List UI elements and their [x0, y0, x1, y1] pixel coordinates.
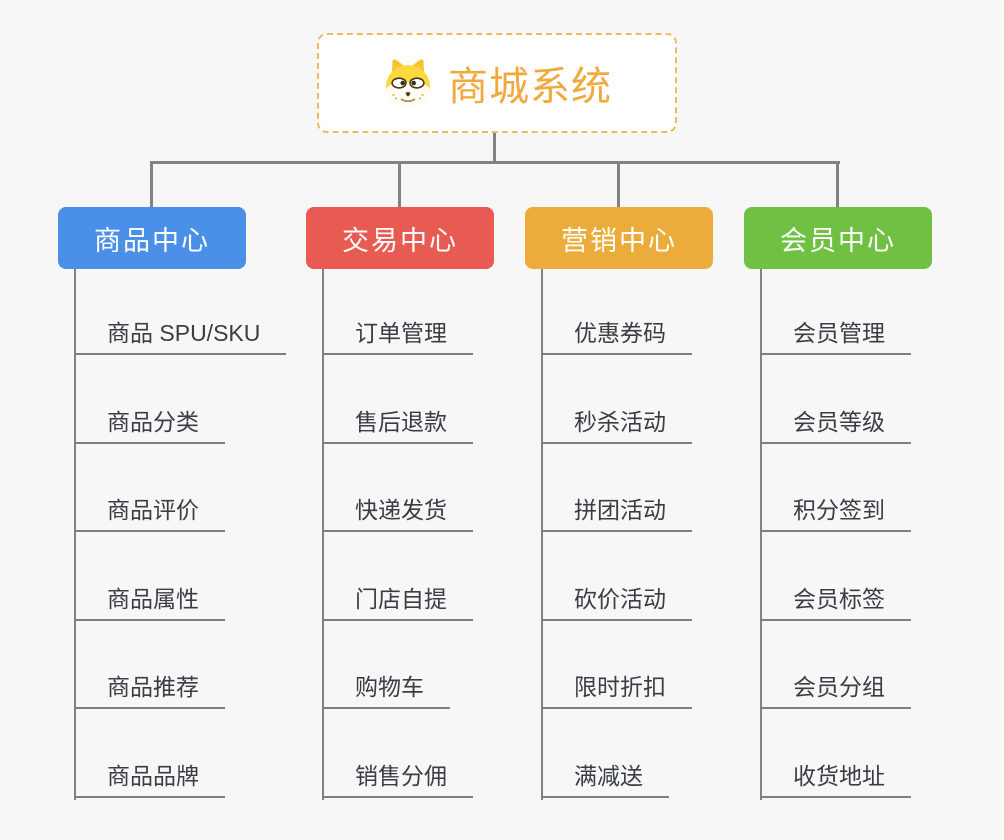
leaf-topic[interactable]: 购物车 [322, 674, 450, 709]
leaf-topic[interactable]: 优惠券码 [541, 320, 692, 355]
leaf-topic[interactable]: 商品评价 [74, 497, 225, 532]
leaf-topic[interactable]: 收货地址 [760, 763, 911, 798]
branch-members: 会员中心 会员管理 会员等级 积分签到 会员标签 会员分组 收货地址 [744, 207, 1004, 807]
leaf-topic[interactable]: 满减送 [541, 763, 669, 798]
branch-child-line [760, 269, 762, 800]
connector-drop-trade [398, 162, 401, 207]
leaf-topic[interactable]: 限时折扣 [541, 674, 692, 709]
leaf-topic[interactable]: 拼团活动 [541, 497, 692, 532]
branch-marketing: 营销中心 优惠券码 秒杀活动 拼团活动 砍价活动 限时折扣 满减送 [525, 207, 785, 807]
leaf-topic[interactable]: 砍价活动 [541, 586, 692, 621]
leaf-topic[interactable]: 商品 SPU/SKU [74, 320, 287, 355]
branch-box-marketing[interactable]: 营销中心 [525, 207, 713, 269]
connector-drop-members [836, 162, 839, 207]
root-topic-label: 商城系统 [448, 65, 612, 109]
leaf-topic[interactable]: 会员标签 [760, 586, 911, 621]
connector-root-drop [493, 133, 496, 164]
leaf-topic[interactable]: 积分签到 [760, 497, 911, 532]
leaf-topic[interactable]: 商品品牌 [74, 763, 225, 798]
leaf-topic[interactable]: 快递发货 [322, 497, 473, 532]
leaf-topic[interactable]: 商品推荐 [74, 674, 225, 709]
connector-drop-marketing [617, 162, 620, 207]
connector-drop-products [150, 162, 153, 207]
branch-box-products[interactable]: 商品中心 [58, 207, 246, 269]
branch-box-members[interactable]: 会员中心 [744, 207, 932, 269]
root-topic[interactable]: 商城系统 [317, 33, 677, 133]
connector-bus [150, 161, 840, 164]
leaf-topic[interactable]: 商品分类 [74, 409, 225, 444]
leaf-topic[interactable]: 会员管理 [760, 320, 911, 355]
doge-icon [386, 59, 430, 108]
branch-child-line [541, 269, 543, 800]
leaf-topic[interactable]: 会员等级 [760, 409, 911, 444]
leaf-topic[interactable]: 订单管理 [322, 320, 473, 355]
branch-box-trade[interactable]: 交易中心 [306, 207, 494, 269]
branch-child-line [322, 269, 324, 800]
branch-trade: 交易中心 订单管理 售后退款 快递发货 门店自提 购物车 销售分佣 [306, 207, 566, 807]
leaf-topic[interactable]: 秒杀活动 [541, 409, 692, 444]
leaf-topic[interactable]: 售后退款 [322, 409, 473, 444]
branch-child-line [74, 269, 76, 800]
leaf-topic[interactable]: 门店自提 [322, 586, 473, 621]
leaf-topic[interactable]: 商品属性 [74, 586, 225, 621]
branch-products: 商品中心 商品 SPU/SKU 商品分类 商品评价 商品属性 商品推荐 商品品牌 [58, 207, 318, 807]
leaf-topic[interactable]: 销售分佣 [322, 763, 473, 798]
leaf-topic[interactable]: 会员分组 [760, 674, 911, 709]
